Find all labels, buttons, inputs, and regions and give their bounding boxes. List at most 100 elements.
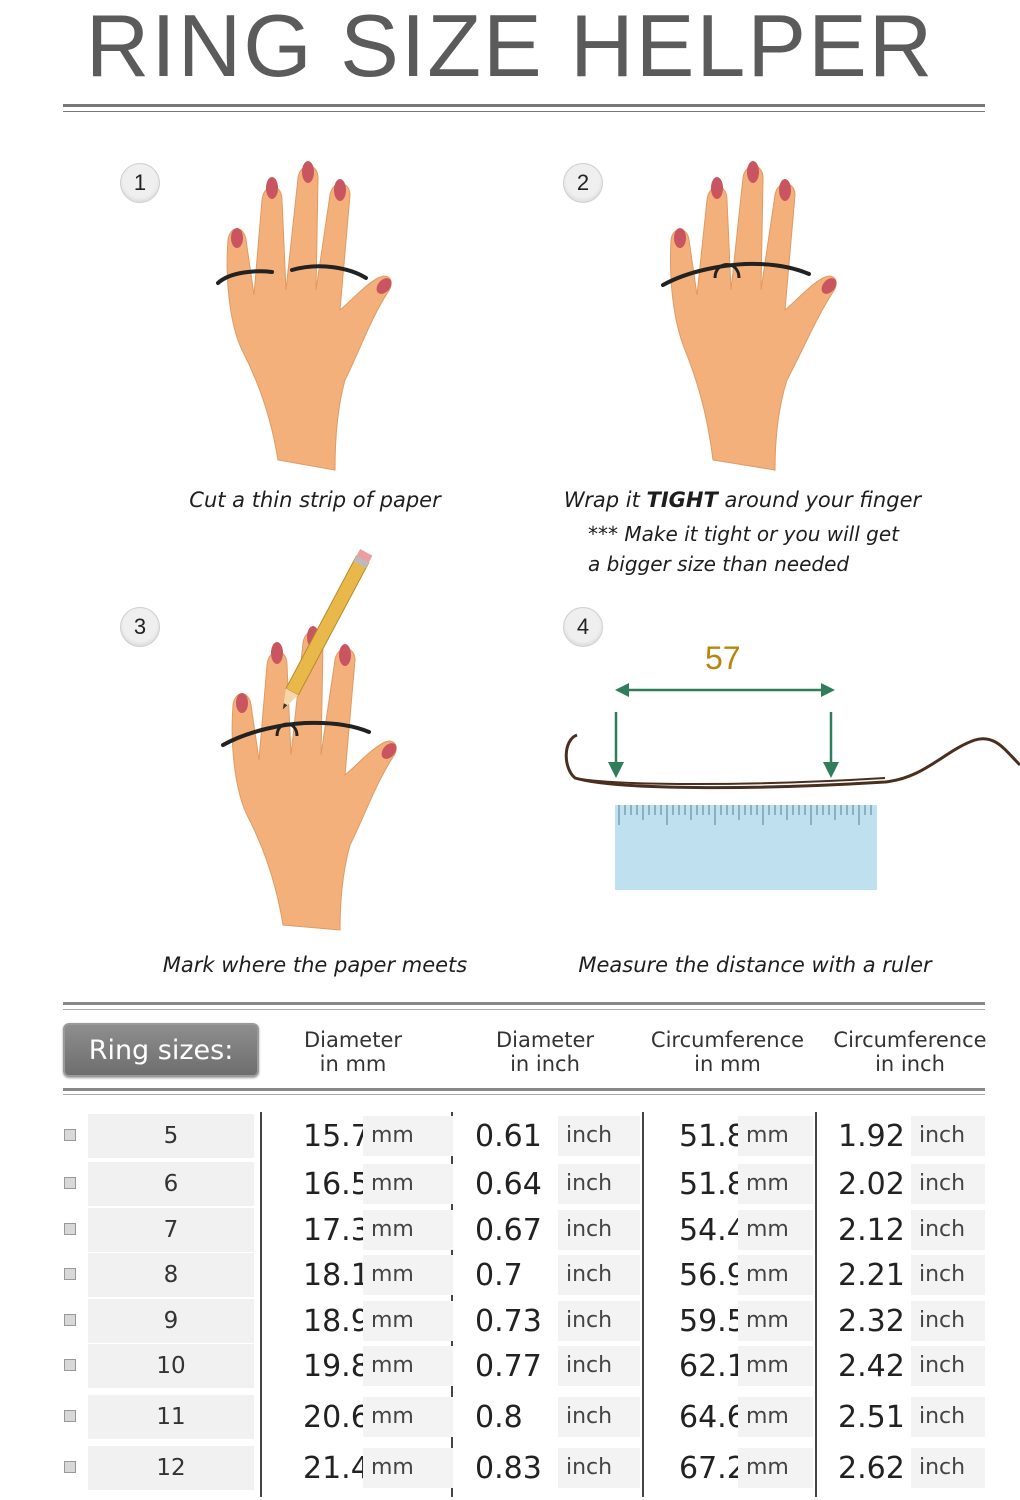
- unit-mm: mm: [738, 1164, 813, 1204]
- row-bullet: [64, 1461, 76, 1473]
- ring-size-value: 5: [88, 1114, 254, 1158]
- ring-size-value: 6: [88, 1162, 254, 1206]
- diameter-inch-value: 0.61: [475, 1119, 542, 1154]
- unit-inch: inch: [558, 1301, 640, 1341]
- unit-inch: inch: [558, 1255, 640, 1295]
- unit-inch: inch: [911, 1255, 985, 1295]
- ring-size-value: 12: [88, 1446, 254, 1490]
- step-2-number: 2: [563, 163, 603, 203]
- diameter-mm-value: 17.3: [303, 1213, 370, 1248]
- unit-mm: mm: [363, 1397, 453, 1437]
- header-circumference-inch: Circumference in inch: [833, 1028, 987, 1076]
- table-header-divider: [63, 1088, 985, 1091]
- diameter-inch-value: 0.8: [475, 1400, 523, 1435]
- unit-inch: inch: [558, 1116, 640, 1156]
- step-4-caption: Measure the distance with a ruler: [578, 953, 932, 977]
- unit-mm: mm: [738, 1397, 813, 1437]
- unit-mm: mm: [363, 1448, 453, 1488]
- circumference-mm-value: 51.8: [679, 1167, 746, 1202]
- hand-paper-strip-icon: [216, 161, 392, 471]
- circumference-mm-value: 67.2: [679, 1451, 746, 1486]
- measurement-value: 57: [705, 640, 741, 676]
- ruler-illustration: 57: [555, 640, 1020, 900]
- diameter-mm-value: 19.8: [303, 1349, 370, 1384]
- table-top-divider-thin: [63, 1009, 985, 1010]
- row-bullet: [64, 1410, 76, 1422]
- diameter-mm-value: 18.9: [303, 1304, 370, 1339]
- step-3-caption: Mark where the paper meets: [162, 953, 468, 977]
- diameter-mm-value: 21.4: [303, 1451, 370, 1486]
- circumference-inch-value: 2.21: [838, 1258, 905, 1293]
- diameter-mm-value: 18.1: [303, 1258, 370, 1293]
- circumference-inch-value: 2.42: [838, 1349, 905, 1384]
- circumference-inch-value: 2.62: [838, 1451, 905, 1486]
- unit-mm: mm: [363, 1255, 453, 1295]
- ring-size-value: 8: [88, 1253, 254, 1297]
- circumference-mm-value: 51.8: [679, 1119, 746, 1154]
- step-2-caption: Wrap it TIGHT around your finger: [563, 488, 922, 512]
- unit-inch: inch: [911, 1164, 985, 1204]
- circumference-mm-value: 59.5: [679, 1304, 746, 1339]
- unit-inch: inch: [558, 1448, 640, 1488]
- header-diameter-mm: Diameter in mm: [303, 1028, 403, 1076]
- row-bullet: [64, 1314, 76, 1326]
- diameter-inch-value: 0.77: [475, 1349, 542, 1384]
- unit-mm: mm: [363, 1301, 453, 1341]
- unit-mm: mm: [738, 1210, 813, 1250]
- header-circumference-mm: Circumference in mm: [650, 1028, 805, 1076]
- diameter-inch-value: 0.73: [475, 1304, 542, 1339]
- diameter-mm-value: 16.5: [303, 1167, 370, 1202]
- unit-mm: mm: [363, 1346, 453, 1386]
- diameter-mm-value: 15.7: [303, 1119, 370, 1154]
- circumference-inch-value: 2.51: [838, 1400, 905, 1435]
- circumference-mm-value: 54.4: [679, 1213, 746, 1248]
- unit-inch: inch: [911, 1301, 985, 1341]
- ring-size-value: 11: [88, 1395, 254, 1439]
- unit-inch: inch: [911, 1448, 985, 1488]
- column-divider-4: [815, 1112, 817, 1497]
- diameter-inch-value: 0.64: [475, 1167, 542, 1202]
- row-bullet: [64, 1268, 76, 1280]
- title-divider: [63, 104, 985, 107]
- step-3-number: 3: [120, 607, 160, 647]
- unit-mm: mm: [738, 1301, 813, 1341]
- page-title: RING SIZE HELPER: [85, 0, 935, 95]
- diameter-inch-value: 0.83: [475, 1451, 542, 1486]
- circumference-mm-value: 56.9: [679, 1258, 746, 1293]
- hand-wrap-strip-icon: [661, 161, 837, 471]
- hand-mark-pencil-icon: [221, 549, 397, 931]
- unit-inch: inch: [911, 1116, 985, 1156]
- title-divider-thin: [63, 111, 985, 112]
- header-diameter-inch: Diameter in inch: [495, 1028, 595, 1076]
- diameter-inch-value: 0.67: [475, 1213, 542, 1248]
- circumference-inch-value: 2.32: [838, 1304, 905, 1339]
- row-bullet: [64, 1177, 76, 1189]
- unit-mm: mm: [738, 1255, 813, 1295]
- unit-mm: mm: [738, 1448, 813, 1488]
- row-bullet: [64, 1359, 76, 1371]
- measure-arrows-icon: [564, 683, 1020, 890]
- unit-mm: mm: [363, 1164, 453, 1204]
- unit-inch: inch: [558, 1397, 640, 1437]
- step-1-number: 1: [120, 163, 160, 203]
- unit-mm: mm: [738, 1116, 813, 1156]
- unit-inch: inch: [558, 1346, 640, 1386]
- step-2-note-line-2: a bigger size than needed: [588, 552, 850, 576]
- unit-mm: mm: [363, 1210, 453, 1250]
- unit-inch: inch: [911, 1397, 985, 1437]
- step-2-note-line-1: *** Make it tight or you will get: [588, 522, 899, 546]
- ring-sizes-label: Ring sizes:: [63, 1023, 259, 1077]
- ring-size-value: 10: [88, 1344, 254, 1388]
- row-bullet: [64, 1129, 76, 1141]
- unit-inch: inch: [558, 1164, 640, 1204]
- step-4-number: 4: [563, 607, 603, 647]
- unit-inch: inch: [558, 1210, 640, 1250]
- diameter-inch-value: 0.7: [475, 1258, 523, 1293]
